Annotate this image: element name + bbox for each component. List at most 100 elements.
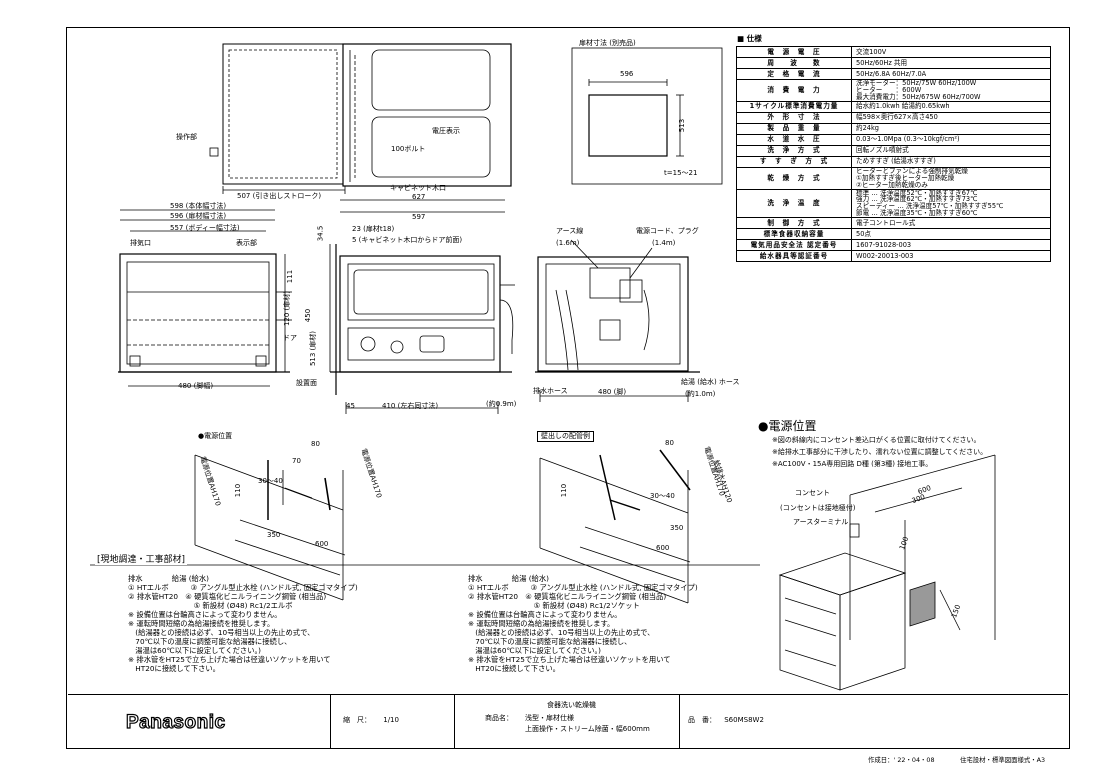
- spec-value-line: 50点: [856, 229, 871, 238]
- material-line: 湯温は60℃以下に設定してください。): [128, 646, 261, 655]
- spec-value-line: 洗浄モーター：50Hz/75W 60Hz/100W: [856, 79, 977, 87]
- spec-key: 標準食器収納容量: [736, 228, 852, 241]
- spec-key: 電気用品安全法 認定番号: [736, 239, 852, 252]
- side-view: [329, 199, 515, 414]
- spec-value-line: 0.03～1.0Mpa (0.3～10kgf/cm²): [856, 135, 960, 144]
- material-line: HT20に接続して下さい。: [128, 664, 220, 673]
- spec-value-line: ためすすぎ (給湯水すすぎ): [856, 157, 936, 166]
- material-line: ⑤ 新設材 (Ø48) Rc1/2エルボ: [128, 601, 293, 610]
- piping-left-title: ●電源位置: [198, 432, 233, 440]
- rear-480: 480 (脚): [598, 388, 627, 396]
- product-line-2: 上面操作・ストリーム除菌・幅600mm: [525, 725, 650, 733]
- spec-key: 定 格 電 流: [736, 68, 852, 80]
- opening-view: [571, 47, 723, 185]
- material-line: ② 排水管HT20 ④ 硬質塩化ビニルライニング鋼管 (相当品): [468, 592, 667, 601]
- spec-value-line: ヒーター ：600W: [856, 85, 922, 94]
- front-dim-598: 598 (本体幅寸法): [170, 202, 227, 210]
- top-view: [209, 43, 512, 194]
- spec-key: 洗 浄 方 式: [736, 144, 852, 157]
- product-line-1: 浅型・扉材仕様: [525, 714, 574, 722]
- power-iso: [778, 454, 996, 691]
- title-block: Panasonic 縮 尺： 1/10 食器洗い乾燥機 商品名： 浅型・扉材仕様…: [68, 694, 1068, 748]
- spec-value-line: 交流100V: [856, 47, 887, 56]
- spec-value: 約24kg: [851, 122, 1051, 135]
- spec-row: 洗 浄 方 式回転ノズル噴射式: [736, 144, 1051, 157]
- spec-value-line: ①加熱すすぎ後ヒーター加熱乾燥: [856, 173, 955, 182]
- spec-value-line: 最大消費電力：50Hz/675W 60Hz/700W: [856, 92, 981, 101]
- power-title: ●電源位置: [758, 419, 817, 433]
- model-label: 品 番：: [688, 716, 716, 724]
- pl-110: 110: [234, 483, 243, 498]
- side-627: 627: [412, 193, 426, 201]
- material-line: ② 排水管HT20 ④ 硬質塩化ビニルライニング鋼管 (相当品): [128, 592, 327, 601]
- pr-30-40: 30～40: [650, 492, 675, 500]
- product-head: 食器洗い乾燥機: [547, 701, 596, 709]
- model-cell: 品 番： S60MS8W2: [679, 695, 1068, 748]
- material-line: HT20に接続して下さい。: [468, 664, 560, 673]
- pl-350: 350: [267, 531, 281, 539]
- spec-value-line: ヒーターとファンによる強制排気乾燥: [856, 166, 968, 175]
- material-line: ※ 設備位置は台輪高さによって変わりません。: [468, 610, 622, 619]
- spec-value-line: 幅598×奥行627×高さ450: [856, 113, 938, 122]
- rear-supply-len: (約1.0m): [685, 390, 716, 398]
- material-line: ※ 排水管をHT25で立ち上げた場合は径違いソケットを用いて: [468, 655, 671, 664]
- material-line: ※ 運転時間短縮の為給湯接続を推奨します。: [128, 619, 275, 628]
- spec-key: 消 費 電 力: [736, 79, 852, 102]
- power-outlet-note: (コンセントは接地極付): [780, 504, 856, 512]
- spec-value: 回転ノズル噴射式: [851, 144, 1051, 157]
- spec-value: 給水約1.0kwh 給湯約0.65kwh: [851, 100, 1051, 113]
- front-dim-480: 480 (脚幅): [178, 382, 214, 390]
- spec-key: 洗 浄 温 度: [736, 188, 852, 219]
- piping-right-title: 壁出しの配管例: [537, 431, 594, 442]
- power-earth: アースターミナル: [793, 518, 849, 526]
- pl-70: 70: [292, 457, 301, 465]
- spec-key: 外 形 寸 法: [736, 111, 852, 124]
- spec-value-line: 電子コントロール式: [856, 218, 916, 227]
- material-line: (給湯器との接続は必ず、10号相当以上の先止め式で、: [128, 628, 315, 637]
- spec-row: 電 源 電 圧交流100V: [736, 46, 1051, 58]
- spec-key: 製 品 重 量: [736, 122, 852, 135]
- footer-note: 住宅設材・標準図面様式・A3: [960, 756, 1046, 764]
- spec-value: 50点: [851, 228, 1051, 241]
- material-line: ① HTエルボ ③ アングル型止水栓 (ハンドル式, 固定ゴマタイプ): [468, 583, 698, 592]
- ml-head-drain: 排水: [128, 574, 143, 583]
- scale-cell: 縮 尺： 1/10: [330, 695, 454, 748]
- material-line: ⑤ 新設材 (Ø48) Rc1/2ソケット: [468, 601, 640, 610]
- spec-value: W002-20013-003: [851, 250, 1051, 263]
- pr-80: 80: [665, 439, 674, 447]
- spec-value: 50Hz/6.8A 60Hz/7.0A: [851, 68, 1051, 80]
- pl-30-40: 30～40: [258, 477, 283, 485]
- stroke-dim: 507 (引き出しストローク): [237, 192, 322, 200]
- spec-key: す す ぎ 方 式: [736, 155, 852, 168]
- material-line: 70℃以下の温度に調整可能な給湯器に接続し、: [128, 637, 292, 646]
- power-note-2: ※給排水工事部分に干渉したり、濡れない位置に調整してください。: [772, 448, 988, 456]
- opening-title: 扉材寸法 (別売品): [579, 39, 636, 47]
- scale-value: 1/10: [383, 716, 399, 724]
- model-value: S60MS8W2: [724, 716, 764, 724]
- control-label: 操作部: [176, 133, 197, 141]
- power-label: 電圧表示: [432, 127, 460, 135]
- spec-key: 電 源 電 圧: [736, 46, 852, 58]
- rear-earth-len: (1.6m): [556, 239, 580, 247]
- side-34: 34.5: [316, 225, 325, 242]
- spec-row: 標準食器収納容量 50点: [736, 228, 1051, 241]
- opening-thickness: t=15～21: [664, 169, 698, 177]
- opening-width: 596: [620, 70, 634, 78]
- material-line: ※ 運転時間短縮の為給湯接続を推奨します。: [468, 619, 615, 628]
- spec-value: 1607-91028-003: [851, 239, 1051, 252]
- power-note-3: ※AC100V・15A専用回路 D種 (第3種) 接地工事。: [772, 460, 933, 468]
- side-5: 5 (キャビネット木口からドア前面): [352, 236, 463, 244]
- side-cabinet: キャビネット木口: [390, 184, 446, 192]
- rear-view: [535, 239, 700, 402]
- power-outlet: コンセント: [795, 489, 830, 497]
- product-cell: 食器洗い乾燥機 商品名： 浅型・扉材仕様 上面操作・ストリーム除菌・幅600mm: [454, 695, 679, 748]
- panasonic-logo: Panasonic: [125, 711, 226, 733]
- material-line: 70℃以下の温度に調整可能な給湯器に接続し、: [468, 637, 632, 646]
- spec-value-line: 標準 … 洗浄温度52℃・加熱すすぎ67℃: [856, 188, 978, 197]
